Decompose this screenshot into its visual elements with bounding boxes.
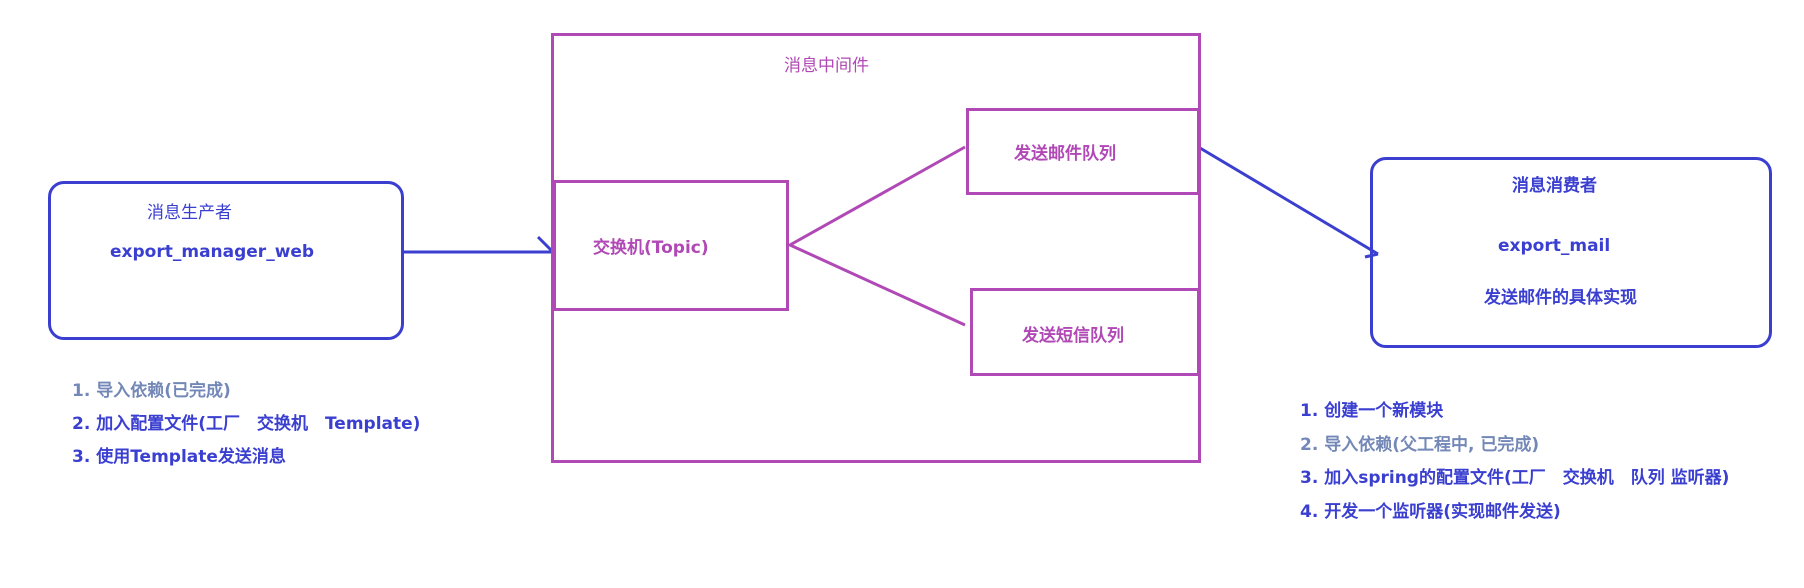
mail-queue-label: 发送邮件队列 — [1014, 144, 1116, 164]
consumer-step-1: 1. 创建一个新模块 — [1300, 401, 1444, 421]
middleware-box — [551, 33, 1201, 463]
consumer-box — [1370, 157, 1772, 348]
mail-queue-box — [966, 108, 1200, 195]
consumer-arrow-line — [1199, 146, 1379, 256]
consumer-step-2: 2. 导入依赖(父工程中, 已完成) — [1300, 435, 1540, 455]
consumer-step-3: 3. 加入spring的配置文件(工厂 交换机 队列 监听器) — [1300, 468, 1730, 488]
producer-title: 消息生产者 — [147, 203, 232, 223]
exchange-box — [553, 180, 789, 311]
producer-step-1: 1. 导入依赖(已完成) — [72, 381, 231, 401]
exchange-to-mail-line — [786, 145, 966, 327]
middleware-title: 消息中间件 — [784, 56, 869, 76]
consumer-title: 消息消费者 — [1512, 176, 1597, 196]
exchange-label: 交换机(Topic) — [593, 238, 709, 258]
producer-arrowhead — [536, 235, 555, 254]
producer-box — [48, 181, 404, 340]
producer-step-2: 2. 加入配置文件(工厂 交换机 Template) — [72, 414, 421, 434]
sms-queue-box — [970, 288, 1200, 376]
consumer-step-4: 4. 开发一个监听器(实现邮件发送) — [1300, 502, 1561, 522]
producer-module: export_manager_web — [110, 242, 315, 262]
sms-queue-label: 发送短信队列 — [1022, 326, 1124, 346]
consumer-module: export_mail — [1498, 236, 1611, 256]
producer-step-3: 3. 使用Template发送消息 — [72, 447, 286, 467]
consumer-description: 发送邮件的具体实现 — [1484, 288, 1637, 308]
